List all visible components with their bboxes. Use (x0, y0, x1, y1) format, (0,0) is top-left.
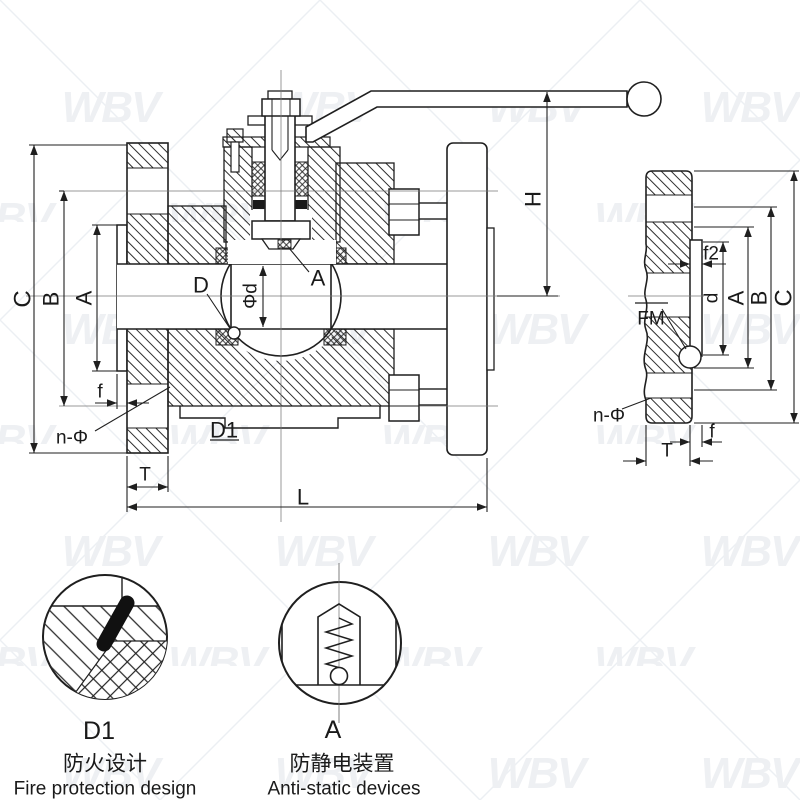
anti-static-contact (277, 239, 292, 249)
side-raised-face (689, 239, 703, 357)
dim-f-label: f (97, 382, 103, 403)
labels: C B A f n-Φ T D1 L Φd D A H f2 FM d A B … (9, 191, 797, 800)
side-dim-d-label: d (702, 293, 723, 304)
fm-leader (661, 308, 687, 350)
dim-L-label: L (297, 485, 309, 510)
detail-antistatic-caption-en: Anti-static devices (267, 779, 420, 800)
side-dim-f-label: f (709, 422, 715, 443)
dim-C-label: C (9, 290, 36, 307)
right-flange-joint (388, 142, 495, 456)
body-bolt-nut-top (388, 188, 420, 236)
graphite-seal (96, 595, 135, 652)
anti-static-detail (278, 563, 402, 723)
side-n-phi-label: n-Φ (593, 406, 625, 427)
side-dim-B-label: B (747, 291, 772, 306)
bolt-holes-n-phi-label: n-Φ (56, 428, 88, 449)
fm-label: FM (637, 309, 664, 330)
front-dimensions (29, 92, 558, 512)
part-A-seal-label: A (311, 266, 326, 291)
companion-flange (446, 142, 488, 456)
handle-ball-end (626, 81, 662, 117)
side-dim-C-label: C (770, 289, 797, 306)
seat-detail-circle-target (227, 326, 241, 340)
body-bottom-profile (179, 406, 381, 429)
fire-protection-detail (42, 574, 168, 700)
stem (264, 107, 296, 222)
centerlines (26, 70, 704, 522)
fm-mark-circle (678, 345, 702, 369)
part-D1-label: D1 (210, 418, 238, 443)
anti-static-plunger-housing (317, 603, 361, 685)
side-dimensions (621, 170, 799, 466)
gland-stud-shaft (230, 141, 240, 173)
dim-H-label: H (521, 191, 546, 207)
dim-phi-d-label: Φd (241, 283, 262, 309)
dim-f2-label: f2 (703, 244, 719, 265)
side-dim-A-label: A (724, 290, 749, 305)
dim-T-label: T (139, 465, 151, 486)
stem-seal-right (295, 200, 307, 209)
front-section-view (116, 81, 662, 456)
side-dim-T-label: T (661, 441, 673, 462)
dim-A-label: A (72, 290, 97, 305)
dim-B-label: B (39, 292, 64, 307)
gland-stud-head (226, 128, 244, 143)
part-D-label: D (193, 273, 209, 298)
companion-flange-face (486, 227, 495, 371)
detail-antistatic-label: A (325, 716, 342, 744)
body-bolt-nut-bottom (388, 374, 420, 422)
detail-fire-label: D1 (83, 717, 115, 745)
fire-seal-crosshatch (68, 640, 167, 699)
detail-fire-caption-zh: 防火设计 (63, 752, 147, 775)
detail-fire-caption-en: Fire protection design (14, 779, 197, 800)
stem-seal-left (253, 200, 265, 209)
side-flange-profile (643, 170, 693, 424)
detail-antistatic-caption-zh: 防静电装置 (290, 752, 395, 775)
anti-static-ball-contact (329, 666, 349, 686)
side-end-view (635, 170, 703, 424)
anti-static-spring (323, 617, 355, 670)
